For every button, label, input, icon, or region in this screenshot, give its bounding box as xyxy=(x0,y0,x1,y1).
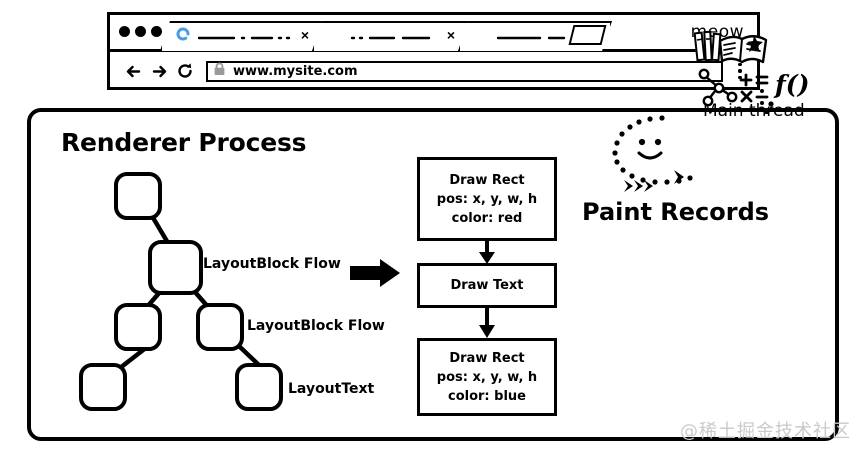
tab-strip: × xyxy=(110,15,757,52)
arrow-right-icon[interactable] xyxy=(146,58,172,84)
tab-2-content: × xyxy=(312,21,469,49)
url-input[interactable]: www.mysite.com xyxy=(206,60,723,82)
tree-node-child3[interactable] xyxy=(196,303,244,351)
browser-tab-1[interactable]: × xyxy=(160,21,323,49)
tab-2-close-icon[interactable]: × xyxy=(446,27,455,43)
main-thread-label: Main thread xyxy=(703,101,805,121)
open-book-icon xyxy=(718,35,768,64)
paint-records-heading: Paint Records xyxy=(582,198,770,226)
tab-3-title-scribble xyxy=(496,30,576,40)
window-control-dots xyxy=(119,26,162,37)
menu-dot-2 xyxy=(738,69,742,73)
paint-record-2-line-1: Draw Text xyxy=(450,278,524,293)
tree-node-child1[interactable] xyxy=(148,240,203,295)
tree-node-root[interactable] xyxy=(114,172,162,220)
tab-1-content: × xyxy=(160,21,323,49)
paint-flow-arrow-1-icon xyxy=(479,240,495,264)
tab-1-close-icon[interactable]: × xyxy=(300,27,309,43)
lock-icon xyxy=(213,62,226,81)
reload-icon[interactable] xyxy=(172,58,198,84)
paint-record-1-line-3: color: red xyxy=(451,210,523,226)
browser-tab-2[interactable]: × xyxy=(312,21,469,49)
paint-record-3-line-1: Draw Rect xyxy=(449,350,525,366)
paint-record-box-2[interactable]: Draw Text xyxy=(417,263,557,308)
tree-node-leaf2[interactable] xyxy=(235,363,283,411)
watermark-text: @稀土掘金技术社区 xyxy=(680,421,851,442)
paint-record-3-line-3: color: blue xyxy=(448,388,526,404)
tree-node-leaf1[interactable] xyxy=(79,363,127,411)
function-icon: f() xyxy=(773,70,809,99)
paint-record-box-3[interactable]: Draw Rect pos: x, y, w, h color: blue xyxy=(417,338,557,416)
window-dot-3[interactable] xyxy=(151,26,162,37)
paint-record-box-1[interactable]: Draw Rect pos: x, y, w, h color: red xyxy=(417,157,557,241)
menu-dot-3 xyxy=(738,75,742,80)
paint-record-1-line-2: pos: x, y, w, h xyxy=(436,191,538,207)
tab-1-title-scribble xyxy=(197,30,293,40)
paint-flow-arrow-2-icon xyxy=(479,306,495,338)
arrow-left-icon[interactable] xyxy=(120,58,146,84)
graph-tree-icon xyxy=(698,68,738,107)
browser-toolbar: www.mysite.com xyxy=(110,52,757,90)
tree-label-layoutblock-flow-2: LayoutBlock Flow xyxy=(247,318,385,334)
math-symbols-icon xyxy=(739,73,774,114)
menu-dot-1 xyxy=(738,62,742,67)
tab-2-title-scribble xyxy=(350,30,438,40)
books-icon xyxy=(694,30,722,62)
window-dot-2[interactable] xyxy=(135,26,146,37)
tree-node-child2[interactable] xyxy=(114,303,162,351)
url-text: www.mysite.com xyxy=(233,63,358,79)
tree-label-layouttext: LayoutText xyxy=(288,381,375,397)
paint-record-1-line-1: Draw Rect xyxy=(449,172,525,188)
paint-record-3-line-2: pos: x, y, w, h xyxy=(436,369,538,385)
main-thread-illustration: f() Main thread xyxy=(610,30,810,192)
window-dot-1[interactable] xyxy=(119,26,130,37)
page-title: Renderer Process xyxy=(61,128,307,157)
arrow-right-thick-icon xyxy=(350,259,400,287)
svg-text:f(): f() xyxy=(773,70,809,99)
new-tab-icon[interactable] xyxy=(568,25,607,45)
dotted-face-icon xyxy=(612,115,693,192)
loading-spinner-icon xyxy=(176,27,190,41)
tree-label-layoutblock-flow-1: LayoutBlock Flow xyxy=(203,256,341,272)
tab-2-shape xyxy=(312,21,473,51)
tab-1-shape xyxy=(160,21,327,51)
kebab-menu-icon[interactable] xyxy=(729,62,751,80)
browser-window: × xyxy=(107,12,760,90)
